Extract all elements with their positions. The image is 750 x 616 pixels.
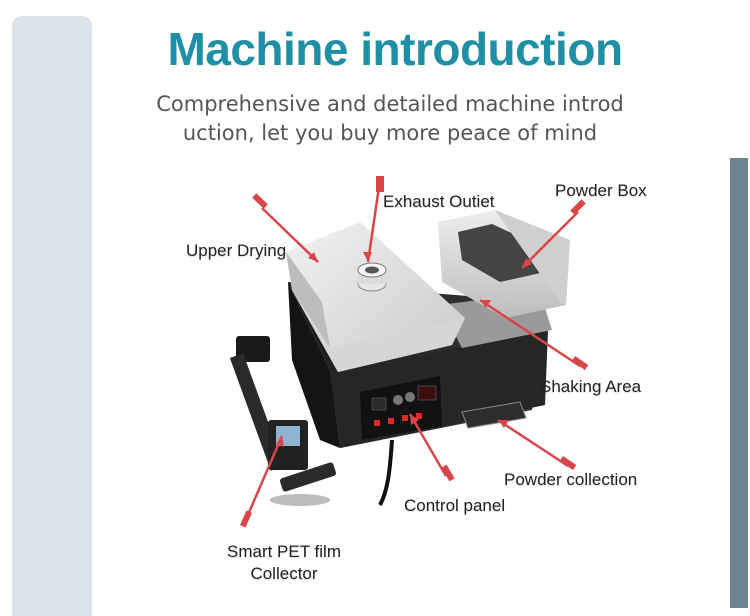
powder-collection-tray [461,401,527,429]
arrow-exhaust-outlet [363,176,384,263]
arrow-powder-collection [497,418,577,470]
exhaust-outlet [357,262,387,292]
page-subtitle: Comprehensive and detailed machine intro… [120,90,660,148]
upper-drying-cover [286,222,465,372]
page-title: Machine introduction [167,23,623,75]
powder-box [438,210,570,318]
machine-illustration [229,176,589,528]
pet-film-collector [229,336,337,506]
label-exhaust-outlet: Exhaust Outiet [383,192,495,211]
left-decorative-panel [12,16,92,616]
callout-arrows [240,176,589,528]
arrow-control-panel [408,413,455,482]
control-panel [360,376,442,440]
label-upper-drying: Upper Drying [186,241,287,260]
label-pet-collector: Smart PET film Collector [223,541,345,585]
subtitle-line-1: Comprehensive and detailed machine intro… [156,92,624,116]
right-decorative-panel [730,158,748,608]
label-shaking-area: Shaking Area [540,377,642,396]
power-cable [378,439,394,506]
arrow-powder-box [521,199,586,269]
arrow-upper-drying [252,193,319,263]
subtitle-line-2: uction, let you buy more peace of mind [182,121,598,145]
label-control-panel: Control panel [404,496,506,515]
arrow-shaking-area [479,298,589,370]
label-pet-collector-line-1: Smart PET film [227,542,341,561]
label-powder-box: Powder Box [555,181,647,200]
label-powder-collection: Powder collection [504,470,638,489]
label-pet-collector-line-2: Collector [250,564,318,583]
arrow-pet-collector [240,435,284,528]
